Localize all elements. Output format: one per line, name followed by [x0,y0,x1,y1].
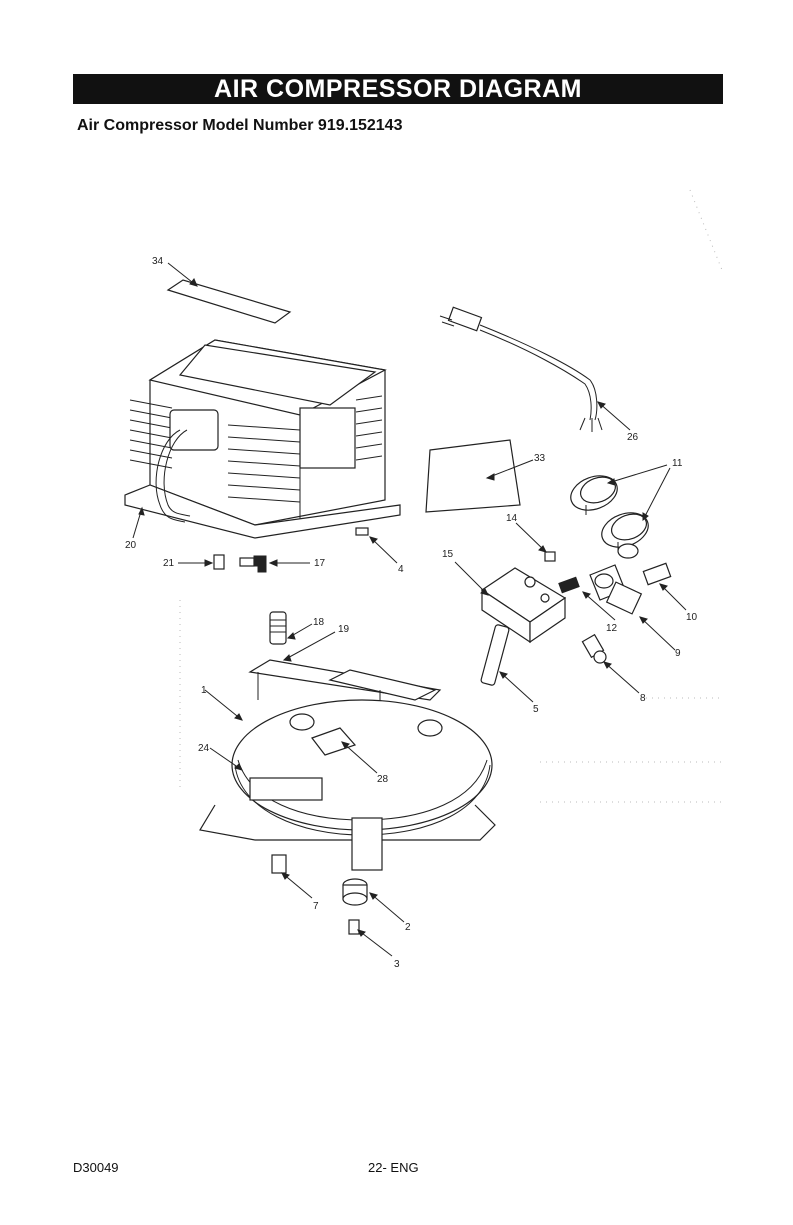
callout-15: 15 [442,549,454,560]
callout-8: 8 [640,693,646,704]
callout-10: 10 [686,612,698,623]
part-rubber-foot [343,879,404,922]
part-pressure-switch [455,562,565,642]
callout-24: 24 [198,743,210,754]
callout-33: 33 [534,453,546,464]
part-cover-plate [426,440,533,512]
callout-26: 26 [627,432,639,443]
callout-4: 4 [398,564,404,575]
part-label-strip [168,263,290,323]
callout-1: 1 [201,685,207,696]
callout-3: 3 [394,959,400,970]
part-check-valve [270,612,335,661]
part-regulator-assembly [559,544,686,650]
callout-20: 20 [125,540,137,551]
part-drain-valve [272,855,312,898]
callout-34: 34 [152,256,164,267]
part-shroud [125,340,400,538]
callout-12: 12 [606,623,618,634]
callout-2: 2 [405,922,411,933]
part-screw-3 [349,920,392,956]
callout-19: 19 [338,624,350,635]
callout-18: 18 [313,617,325,628]
callout-28: 28 [377,774,389,785]
callout-7: 7 [313,901,319,912]
document-code: D30049 [73,1160,119,1175]
part-power-cord [440,307,630,432]
callout-9: 9 [675,648,681,659]
part-fitting-14 [516,523,555,561]
page-number: 22- ENG [368,1160,419,1175]
part-fitting-8 [582,635,639,693]
part-pressure-gauges [566,465,670,553]
callout-21: 21 [163,558,175,569]
part-screw-4 [356,528,397,563]
callout-14: 14 [506,513,518,524]
part-fittings-21-17 [178,555,310,572]
callout-17: 17 [314,558,326,569]
callout-5: 5 [533,704,539,715]
part-tank [200,660,495,870]
callout-11: 11 [672,458,683,469]
